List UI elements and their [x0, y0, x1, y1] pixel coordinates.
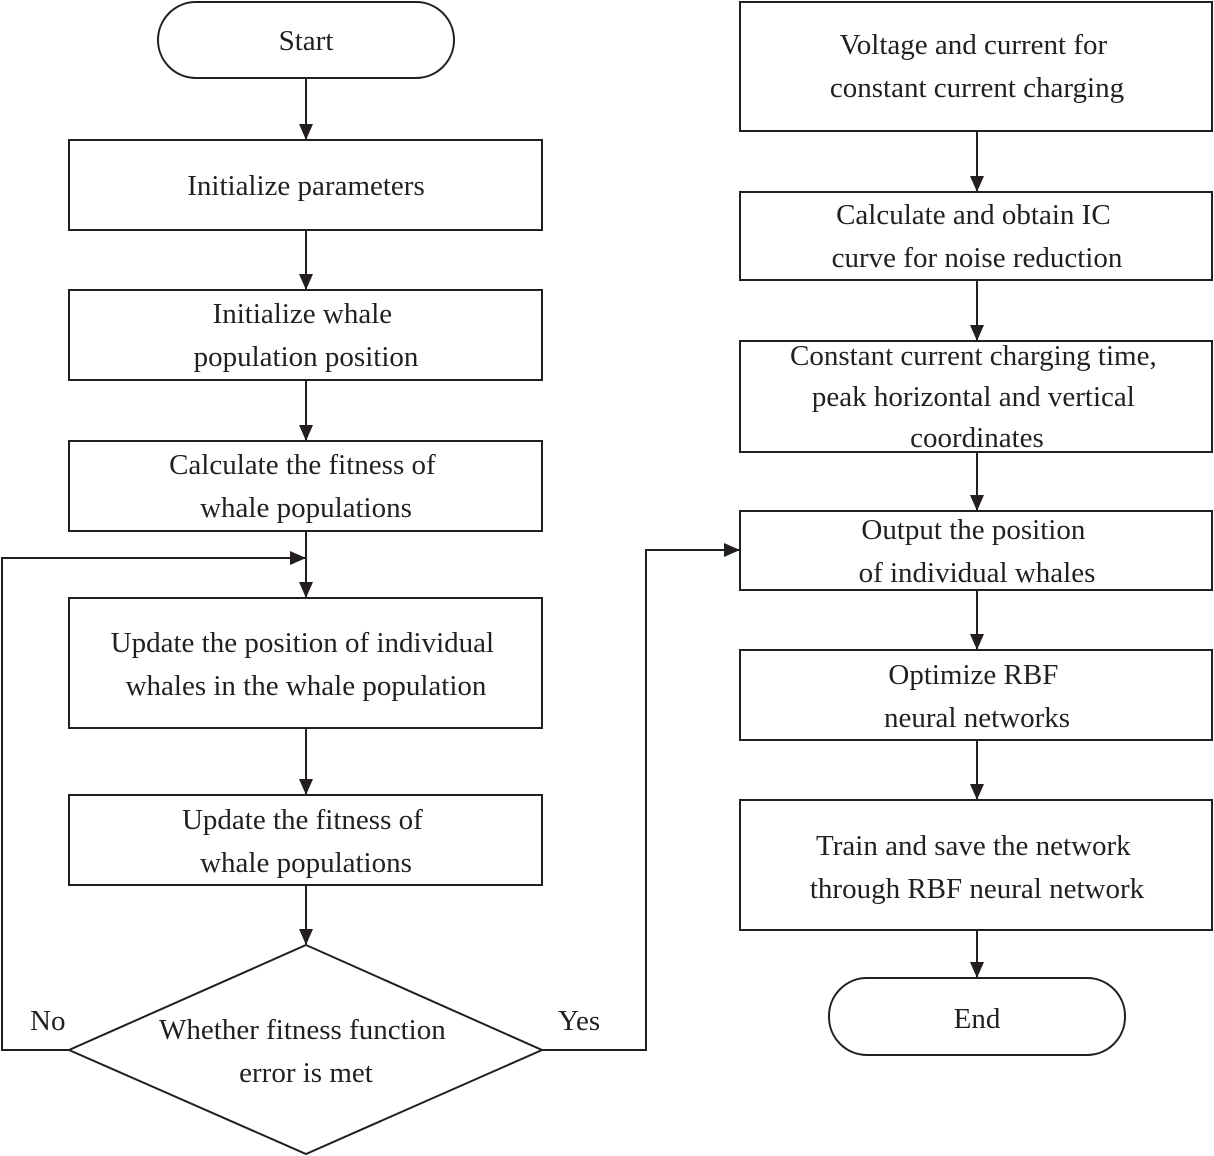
voltage-current-box: Voltage and current for constant current… — [739, 1, 1213, 132]
optimize-rbf-label: Optimize RBF neural networks — [884, 659, 1070, 734]
optimize-rbf-box: Optimize RBF neural networks — [739, 649, 1213, 741]
update-fitness-label: Update the fitness of whale populations — [182, 804, 430, 879]
initialize-parameters-label: Initialize parameters — [187, 170, 425, 202]
train-save-box: Train and save the network through RBF n… — [739, 799, 1213, 931]
ic-curve-label: Calculate and obtain IC curve for noise … — [832, 199, 1123, 274]
calculate-fitness-box: Calculate the fitness of whale populatio… — [68, 440, 543, 532]
initialize-parameters-box: Initialize parameters — [68, 139, 543, 231]
fitness-decision-diamond: Whether fitness function error is met — [66, 943, 545, 1156]
output-position-label: Output the position of individual whales — [859, 514, 1096, 589]
ic-curve-box: Calculate and obtain IC curve for noise … — [739, 191, 1213, 281]
initialize-whale-population-label: Initialize whale population position — [194, 298, 419, 373]
end-terminal: End — [828, 977, 1126, 1056]
update-fitness-box: Update the fitness of whale populations — [68, 794, 543, 886]
fitness-decision-label: Whether fitness function error is met — [159, 1014, 453, 1089]
start-terminal: Start — [157, 1, 455, 79]
output-position-box: Output the position of individual whales — [739, 510, 1213, 591]
no-label: No — [30, 1005, 65, 1037]
train-save-label: Train and save the network through RBF n… — [810, 830, 1145, 905]
calculate-fitness-label: Calculate the fitness of whale populatio… — [169, 449, 443, 524]
update-position-box: Update the position of individual whales… — [68, 597, 543, 729]
yes-arrow — [542, 543, 740, 1051]
initialize-whale-population-box: Initialize whale population position — [68, 289, 543, 381]
no-loop-arrow — [1, 551, 306, 1051]
charging-time-box: Constant current charging time, peak hor… — [739, 340, 1213, 454]
voltage-current-label: Voltage and current for constant current… — [830, 29, 1124, 104]
end-label: End — [954, 1003, 1001, 1035]
charging-time-label: Constant current charging time, peak hor… — [790, 340, 1164, 454]
yes-label: Yes — [558, 1005, 600, 1037]
start-label: Start — [279, 25, 334, 57]
update-position-label: Update the position of individual whales… — [111, 627, 502, 702]
